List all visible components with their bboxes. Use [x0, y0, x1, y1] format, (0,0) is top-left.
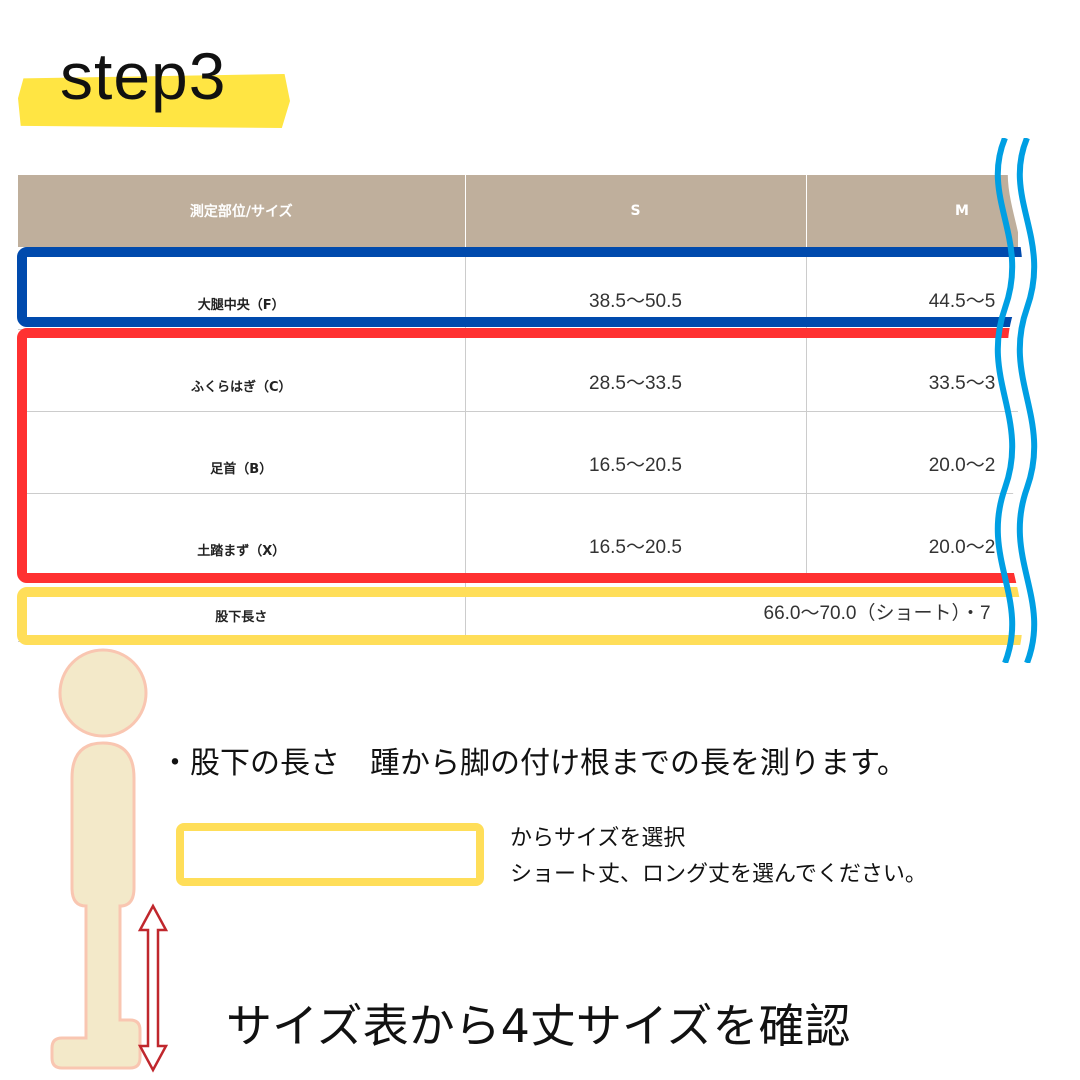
cell-s: 38.5〜50.5 — [465, 247, 807, 330]
select-line2: ショート丈、ロング丈を選んでください。 — [510, 862, 927, 887]
cell-s: 16.5〜20.5 — [465, 493, 807, 576]
row-label: ふくらはぎ（C） — [18, 329, 466, 412]
header-s: S — [465, 175, 807, 247]
cell-m: 33.5〜3 — [806, 329, 1018, 412]
table-header: 測定部位/サイズ S M — [18, 175, 1018, 247]
title-tape — [18, 74, 290, 128]
body-figure-icon — [50, 648, 169, 1073]
inseam-value: 66.0〜70.0（ショート）・7 — [465, 575, 1018, 642]
select-note: からサイズを選択 ショート丈、ロング丈を選んでください。 — [510, 821, 927, 893]
cell-m: 20.0〜2 — [806, 411, 1018, 494]
row-label: 土踏まず（X） — [18, 493, 466, 576]
row-label: 足首（B） — [18, 411, 466, 494]
cut-wave-icon — [994, 138, 1050, 663]
header-part: 測定部位/サイズ — [18, 175, 466, 247]
bottom-caption: サイズ表から4丈サイズを確認 — [226, 999, 851, 1053]
yellow-box-legend — [176, 823, 484, 886]
select-line1: からサイズを選択 — [510, 826, 686, 851]
highlight-red — [17, 328, 1037, 583]
cell-s: 28.5〜33.5 — [465, 329, 807, 412]
header-m: M — [806, 175, 1018, 247]
highlight-yellow — [17, 587, 1037, 645]
highlight-blue — [17, 247, 1037, 327]
inseam-note: ・股下の長さ 踵から脚の付け根までの長を測ります。 — [160, 746, 907, 781]
row-label: 股下長さ — [18, 575, 466, 642]
cell-m: 44.5〜5 — [806, 247, 1018, 330]
step-title: step3 — [60, 39, 227, 113]
cell-m: 20.0〜2 — [806, 493, 1018, 576]
row-label: 大腿中央（F） — [18, 247, 466, 330]
cell-s: 16.5〜20.5 — [465, 411, 807, 494]
